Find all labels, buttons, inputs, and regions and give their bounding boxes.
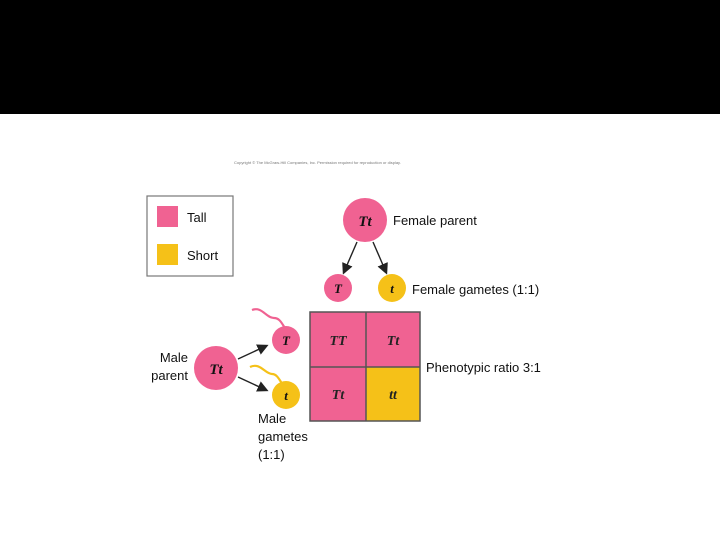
male-gamete-T-label: T bbox=[282, 333, 291, 348]
punnett-text-Tt-top: Tt bbox=[387, 334, 401, 349]
female-arrow-right bbox=[373, 242, 386, 272]
female-parent: Tt Female parent bbox=[343, 198, 477, 242]
legend-label-tall: Tall bbox=[187, 210, 207, 225]
legend-swatch-tall bbox=[157, 206, 178, 227]
female-parent-genotype: Tt bbox=[358, 214, 372, 230]
punnett-text-Tt-bottom: Tt bbox=[332, 388, 346, 403]
female-arrow-left bbox=[344, 242, 357, 272]
punnett-text-TT: TT bbox=[329, 334, 348, 349]
male-arrow-up bbox=[238, 346, 266, 359]
female-gamete-T-label: T bbox=[334, 281, 343, 296]
sperm-tail-pink bbox=[252, 309, 285, 328]
male-parent-label-line2: parent bbox=[151, 368, 188, 383]
phenotypic-ratio-label: Phenotypic ratio 3:1 bbox=[426, 360, 541, 375]
male-gametes-label-line2: gametes bbox=[258, 429, 308, 444]
male-parent-label-line1: Male bbox=[160, 350, 188, 365]
male-gamete-t-label: t bbox=[284, 388, 288, 403]
legend-label-short: Short bbox=[187, 248, 218, 263]
male-arrow-down bbox=[238, 377, 266, 390]
male-parent-genotype: Tt bbox=[209, 362, 223, 378]
punnett-text-tt: tt bbox=[389, 388, 398, 403]
female-gametes-label: Female gametes (1:1) bbox=[412, 282, 539, 297]
legend-swatch-short bbox=[157, 244, 178, 265]
punnett-square: TT Tt Tt tt bbox=[310, 312, 420, 421]
female-gamete-t-label: t bbox=[390, 281, 394, 296]
male-parent: Male parent Tt bbox=[151, 346, 238, 390]
male-gametes-label-line3: (1:1) bbox=[258, 447, 285, 462]
legend: Tall Short bbox=[147, 196, 233, 276]
female-gametes: T t Female gametes (1:1) bbox=[324, 274, 539, 302]
female-parent-label: Female parent bbox=[393, 213, 477, 228]
male-gametes-label-line1: Male bbox=[258, 411, 286, 426]
